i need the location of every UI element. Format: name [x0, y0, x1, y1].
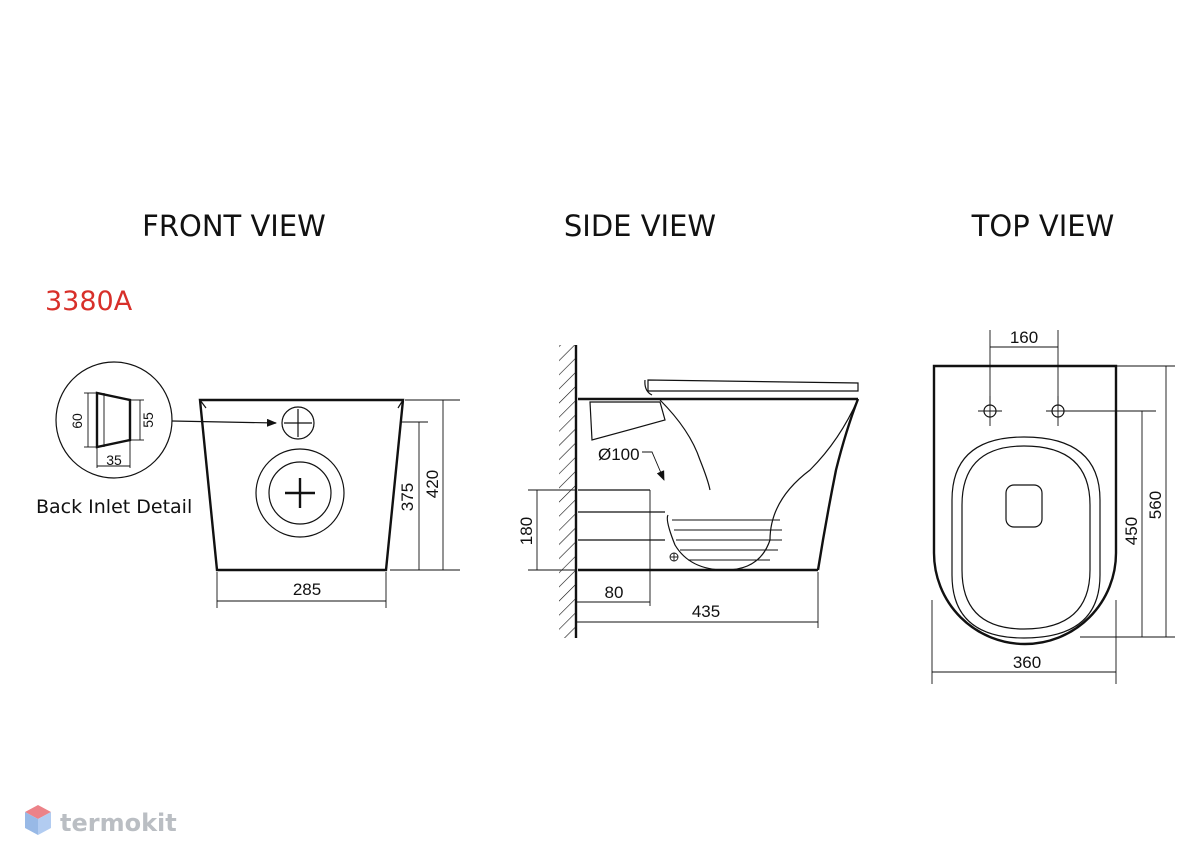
front-view-title: FRONT VIEW	[142, 209, 326, 243]
model-number: 3380A	[45, 286, 133, 317]
watermark-text: termokit	[60, 809, 177, 837]
cube-logo-icon	[25, 805, 51, 835]
termokit-watermark: termokit	[25, 805, 177, 837]
side-view-title: SIDE VIEW	[564, 209, 716, 243]
top-dim-holes: 160	[1010, 328, 1038, 347]
front-view: 60 55 35 Back Inlet Detail 285 375 420	[36, 361, 460, 608]
top-dim-width: 360	[1013, 653, 1041, 672]
front-dim-width: 285	[293, 580, 321, 599]
top-dim-length-outer: 560	[1146, 491, 1165, 519]
back-inlet-detail: 60 55 35	[55, 361, 173, 479]
side-view: Ø100 180 80 435	[517, 345, 860, 638]
top-view-title: TOP VIEW	[971, 209, 1115, 243]
front-dim-height-outer: 420	[423, 470, 442, 498]
side-dim-depth: 435	[692, 602, 720, 621]
detail-dim-right: 55	[140, 412, 156, 428]
detail-dim-left: 60	[69, 413, 85, 429]
front-dim-height-inner: 375	[398, 483, 417, 511]
side-dim-outlet-height: 180	[517, 517, 536, 545]
side-dim-wall-offset: 80	[605, 583, 624, 602]
top-dim-length-inner: 450	[1122, 517, 1141, 545]
detail-dim-bottom: 35	[106, 452, 122, 468]
side-dim-outlet: Ø100	[598, 445, 640, 464]
back-inlet-detail-caption: Back Inlet Detail	[36, 496, 192, 518]
top-view: 160 360 450 560	[931, 328, 1175, 684]
